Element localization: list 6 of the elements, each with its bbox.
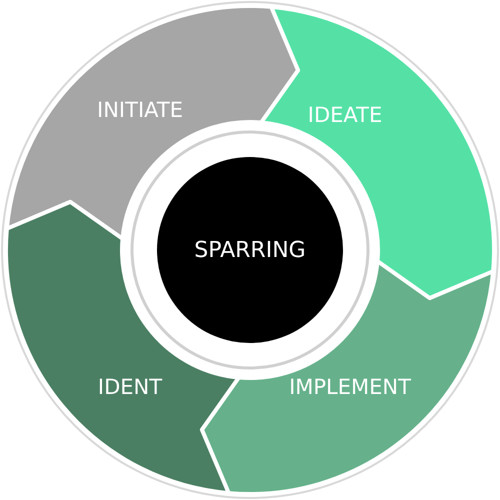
center-label: SPARRING — [194, 238, 306, 262]
stage-label: INITIATE — [97, 98, 183, 122]
cycle-segment — [6, 5, 298, 238]
stage-label: IDENT — [98, 375, 162, 399]
stage-label: IMPLEMENT — [289, 375, 411, 399]
stage-label: IDEATE — [308, 103, 382, 127]
